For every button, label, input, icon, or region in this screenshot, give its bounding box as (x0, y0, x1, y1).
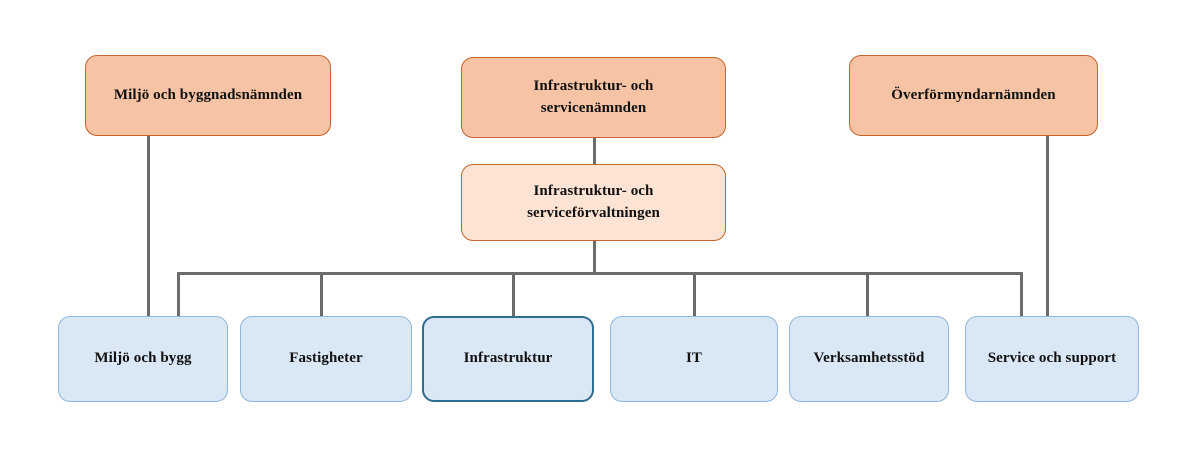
connector-bus-drop-verksamhetsstod (866, 272, 869, 325)
node-label: IT (685, 350, 703, 367)
connector-horizontal-bus (177, 272, 1022, 275)
node-fastigheter[interactable]: Fastigheter (240, 316, 412, 402)
node-infrastruktur-och-serviceforvaltningen[interactable]: Infrastruktur- och serviceförvaltningen (461, 164, 726, 241)
connector-admin-to-bus (593, 240, 596, 273)
node-miljo-och-bygg[interactable]: Miljö och bygg (58, 316, 228, 402)
node-verksamhetsstod[interactable]: Verksamhetsstöd (789, 316, 949, 402)
node-miljo-och-byggnadsnamnden[interactable]: Miljö och byggnadsnämnden (85, 55, 331, 136)
node-label: Överförmyndarnämnden (891, 86, 1056, 103)
node-it[interactable]: IT (610, 316, 778, 402)
node-service-och-support[interactable]: Service och support (965, 316, 1139, 402)
connector-bus-drop-it (693, 272, 696, 325)
connector-bus-drop-fastigheter (320, 272, 323, 325)
connector-board-infra-to-admin (593, 138, 596, 164)
node-infrastruktur[interactable]: Infrastruktur (422, 316, 594, 402)
connector-board-miljo-to-unit-miljo (147, 135, 150, 325)
node-overformyndarnamnden[interactable]: Överförmyndarnämnden (849, 55, 1098, 136)
connector-bus-drop-miljo-och-bygg (177, 272, 180, 325)
node-label: Infrastruktur- och serviceförvaltningen (527, 182, 660, 221)
node-label: Fastigheter (289, 350, 363, 367)
node-infrastruktur-och-servicenamnden[interactable]: Infrastruktur- och servicenämnden (461, 57, 726, 138)
node-label: Miljö och bygg (94, 350, 192, 367)
connector-board-overformyndar-to-unit-service (1046, 135, 1049, 325)
node-label: Verksamhetsstöd (813, 350, 925, 367)
connector-bus-drop-service-och-support (1020, 272, 1023, 325)
node-label: Infrastruktur- och servicenämnden (533, 77, 654, 116)
node-label: Miljö och byggnadsnämnden (113, 86, 303, 103)
node-label: Service och support (987, 350, 1117, 367)
node-label: Infrastruktur (463, 350, 553, 367)
connector-bus-drop-infrastruktur (512, 272, 515, 325)
